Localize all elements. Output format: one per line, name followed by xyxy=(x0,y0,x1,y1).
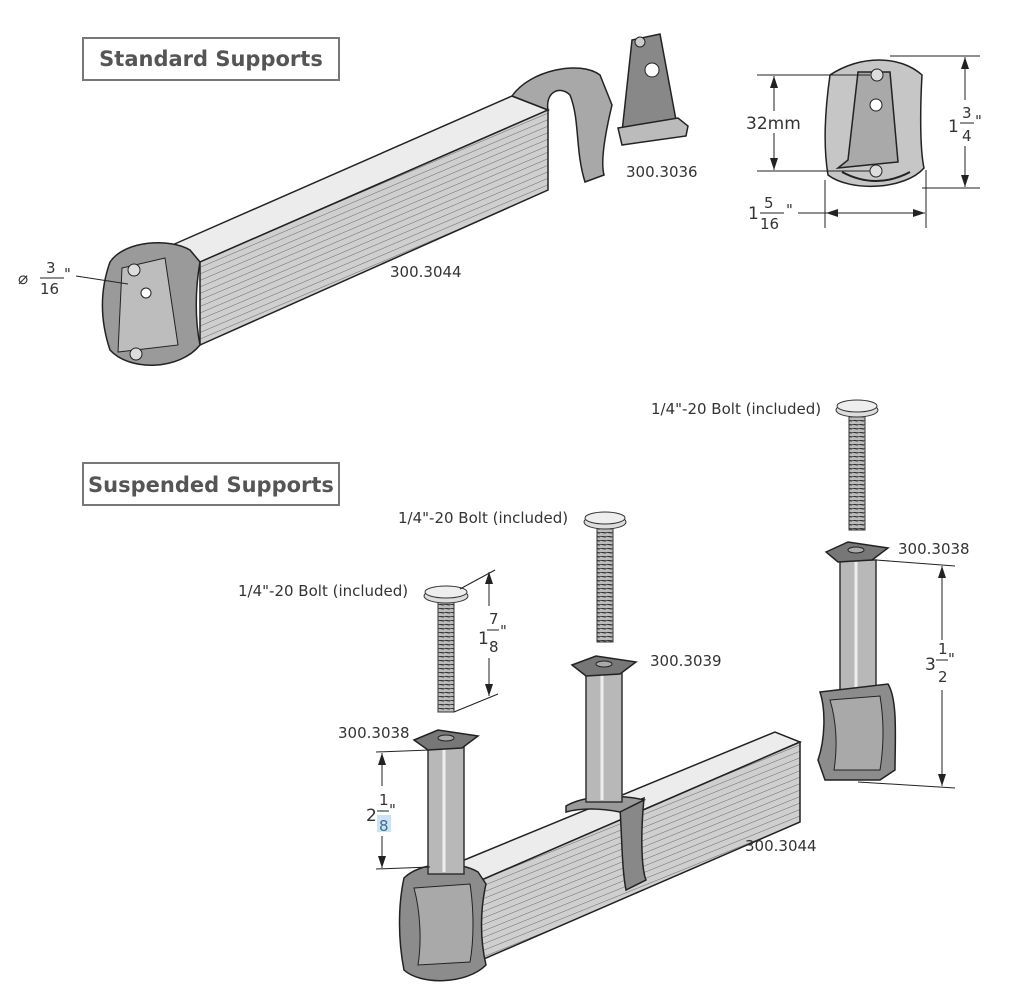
short-post-part-number: 300.3038 xyxy=(338,724,410,742)
bolt-1 xyxy=(423,585,469,713)
short-post-height-dimension: 2 1 8 " xyxy=(366,749,431,870)
suspended-supports-title: Suspended Supports xyxy=(82,462,340,506)
svg-text:": " xyxy=(786,201,793,219)
svg-text:⌀: ⌀ xyxy=(18,269,28,289)
svg-text:1: 1 xyxy=(948,117,959,137)
suspended-bar-part-number: 300.3044 xyxy=(745,837,817,855)
svg-text:": " xyxy=(389,801,396,819)
mid-post-part-number: 300.3039 xyxy=(650,652,722,670)
suspended-bar-drawing xyxy=(398,731,802,982)
svg-text:2: 2 xyxy=(366,806,377,826)
standard-bar-drawing xyxy=(101,67,613,366)
standard-bar-part-number: 300.3044 xyxy=(390,263,462,281)
svg-text:2: 2 xyxy=(938,668,948,686)
svg-text:1: 1 xyxy=(478,629,489,649)
svg-text:3: 3 xyxy=(46,259,56,277)
svg-text:3: 3 xyxy=(962,104,972,122)
standard-supports-title: Standard Supports xyxy=(82,37,340,81)
bolt-2-label: 1/4"-20 Bolt (included) xyxy=(398,509,568,527)
hole-diameter-dimension: ⌀ 3 16 " xyxy=(18,259,129,298)
height-inch-dimension: 1 3 4 " xyxy=(890,55,985,189)
svg-text:5: 5 xyxy=(764,194,774,212)
long-post-height-dimension: 3 1 2 " xyxy=(857,559,957,789)
svg-text:": " xyxy=(948,650,955,668)
bolt-3 xyxy=(835,399,879,531)
svg-text:": " xyxy=(975,112,982,130)
long-post-drawing xyxy=(817,541,897,781)
short-post-drawing xyxy=(412,729,480,875)
standard-bracket-drawing xyxy=(617,33,689,146)
svg-text:7: 7 xyxy=(489,610,499,628)
svg-text:8: 8 xyxy=(489,638,499,656)
width-inch-dimension: 1 5 16 " xyxy=(748,170,927,233)
svg-text:3: 3 xyxy=(925,655,936,675)
svg-text:8: 8 xyxy=(379,817,389,835)
height-32mm-dimension: 32mm xyxy=(744,74,870,172)
svg-text:16: 16 xyxy=(760,215,779,233)
bolt-3-label: 1/4"-20 Bolt (included) xyxy=(651,400,821,418)
svg-text:16: 16 xyxy=(40,280,59,298)
bolt-1-label: 1/4"-20 Bolt (included) xyxy=(238,582,408,600)
bolt-2 xyxy=(583,511,627,643)
svg-text:": " xyxy=(64,265,71,283)
svg-text:4: 4 xyxy=(962,127,972,145)
bracket-part-number: 300.3036 xyxy=(626,163,698,181)
svg-text:Standard Supports: Standard Supports xyxy=(99,47,323,71)
svg-text:Suspended Supports: Suspended Supports xyxy=(88,473,334,497)
bracket-front-view xyxy=(824,59,925,188)
svg-text:32mm: 32mm xyxy=(746,114,801,134)
svg-text:1: 1 xyxy=(938,640,948,658)
svg-text:1: 1 xyxy=(379,791,389,809)
svg-text:1: 1 xyxy=(748,204,759,224)
long-post-part-number: 300.3038 xyxy=(898,540,970,558)
mid-post-drawing xyxy=(570,655,638,803)
bolt-length-dimension: 1 7 8 " xyxy=(453,569,507,713)
svg-text:": " xyxy=(500,622,507,640)
